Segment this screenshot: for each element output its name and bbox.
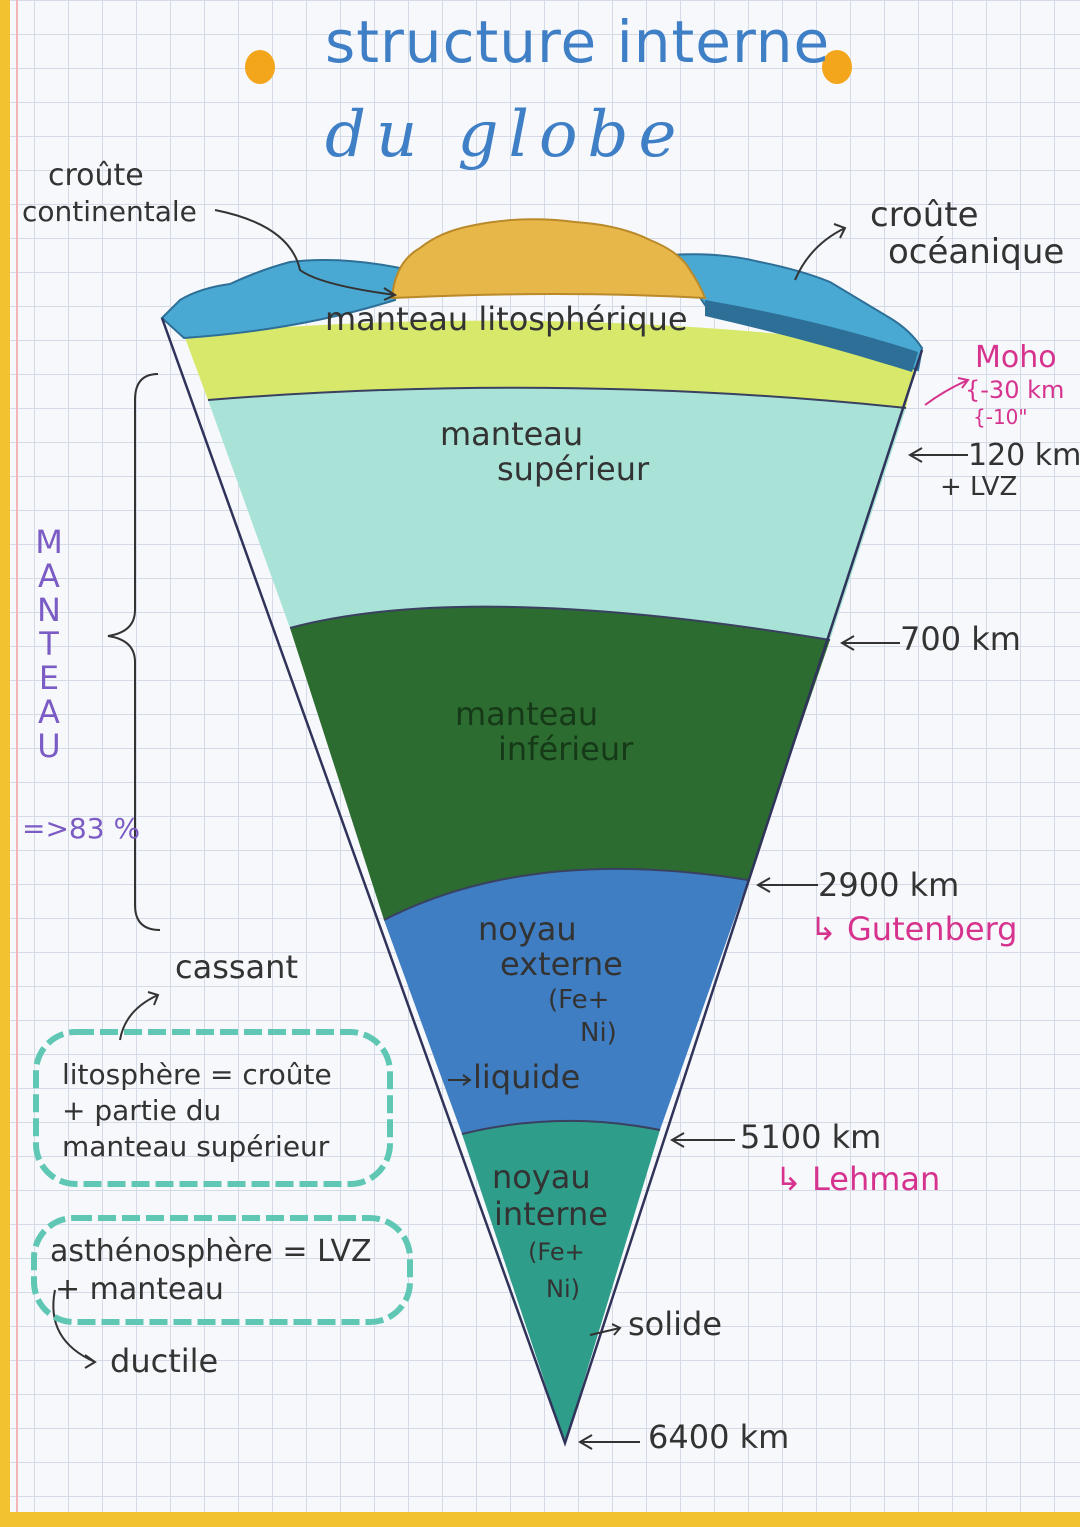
boundary-gutenberg <box>383 867 749 921</box>
oceanic-crust-right-deep <box>705 300 918 372</box>
label-inner-core-2: interne <box>494 1195 608 1233</box>
label-continental-crust-1: croûte <box>48 158 144 193</box>
layer-inner-core <box>462 1120 660 1443</box>
label-inner-core-3: (Fe+ <box>528 1238 585 1266</box>
label-depth-2900: 2900 km <box>818 866 960 904</box>
label-continental-crust-2: continentale <box>22 195 197 228</box>
label-moho-continental: {-30 km <box>965 376 1065 404</box>
paper-edge-left <box>0 0 10 1527</box>
gutenberg-name: Gutenberg <box>846 910 1018 948</box>
layer-lower-mantle <box>290 606 830 920</box>
label-gutenberg: ↳ Gutenberg <box>810 910 1018 948</box>
label-outer-core-1: noyau <box>478 910 577 948</box>
label-moho-oceanic: {-10" <box>973 405 1028 429</box>
label-inner-core-4: Ni) <box>546 1275 580 1303</box>
label-cassant: cassant <box>175 948 298 986</box>
oceanic-crust-left <box>160 259 402 340</box>
arrow-5100 <box>670 1132 735 1148</box>
binder-hole-right <box>822 50 852 84</box>
asthenosphere-cloud <box>31 1215 413 1325</box>
label-lvz: + LVZ <box>940 472 1018 502</box>
arrow-700 <box>840 635 900 651</box>
label-depth-120: 120 km <box>968 438 1080 473</box>
wedge-outline <box>160 317 924 1447</box>
label-depth-5100: 5100 km <box>740 1118 882 1156</box>
note-lithosphere-2: + partie du <box>62 1094 222 1127</box>
paper-edge-bottom <box>0 1512 1080 1527</box>
label-lower-mantle-1: manteau <box>455 695 599 733</box>
title-line-2: du globe <box>325 98 687 172</box>
label-inner-core-1: noyau <box>492 1158 591 1196</box>
arrow-lvz <box>908 447 968 463</box>
label-oceanic-crust-1: croûte <box>870 195 979 235</box>
label-mantle-percent: =>83 % <box>22 812 141 845</box>
label-lower-mantle-2: inférieur <box>498 730 634 768</box>
mantle-letter: A <box>38 693 60 731</box>
note-asthenosphere-2: + manteau <box>55 1272 224 1307</box>
continental-crust <box>390 218 707 300</box>
layer-outer-core <box>384 868 748 1134</box>
mantle-letter: A <box>38 557 60 595</box>
label-liquid: liquide <box>473 1058 581 1096</box>
arrow-6400 <box>578 1434 640 1450</box>
boundary-lvz <box>207 386 907 409</box>
mantle-letter: N <box>37 591 61 629</box>
label-upper-mantle-2: supérieur <box>497 450 650 488</box>
mantle-letter: T <box>39 625 59 663</box>
mantle-brace <box>107 373 161 931</box>
label-lithospheric-mantle: manteau litosphérique <box>325 300 688 338</box>
label-outer-core-4: Ni) <box>580 1018 617 1048</box>
note-lithosphere-1: litosphère = croûte <box>62 1058 332 1091</box>
label-outer-core-3: (Fe+ <box>548 985 610 1015</box>
mantle-letter: E <box>38 659 60 697</box>
arrow-continental <box>214 209 398 301</box>
label-upper-mantle-1: manteau <box>440 415 584 453</box>
label-ductile: ductile <box>110 1342 219 1380</box>
title-line-1: structure interne <box>325 8 831 76</box>
arrow-ductile <box>52 1289 97 1369</box>
arrow-2900 <box>756 877 818 893</box>
note-lithosphere-3: manteau supérieur <box>62 1130 330 1163</box>
boundary-700 <box>289 605 831 641</box>
mantle-letter: M <box>35 523 63 561</box>
arrow-oceanic <box>794 223 847 281</box>
margin-line <box>16 0 18 1527</box>
boundary-lehman <box>461 1119 661 1135</box>
layer-lithospheric-mantle <box>184 320 918 408</box>
label-mantle-vertical: M A N T E A U <box>34 525 64 763</box>
lehman-name: Lehman <box>811 1160 941 1198</box>
arrow-moho <box>924 377 970 406</box>
label-solid: solide <box>628 1305 723 1343</box>
mantle-letter: U <box>37 727 61 765</box>
binder-hole-left <box>245 50 275 84</box>
layer-upper-mantle <box>208 387 906 640</box>
label-lehman: ↳ Lehman <box>775 1160 941 1198</box>
label-moho: Moho <box>975 340 1057 375</box>
arrow-cassant <box>119 991 160 1041</box>
label-oceanic-crust-2: océanique <box>888 232 1065 272</box>
note-asthenosphere-1: asthénosphère = LVZ <box>50 1234 372 1269</box>
label-depth-700: 700 km <box>900 620 1021 658</box>
arrow-solid <box>589 1323 622 1336</box>
label-outer-core-2: externe <box>500 945 623 983</box>
label-depth-6400: 6400 km <box>648 1418 790 1456</box>
arrow-liquid <box>448 1074 472 1086</box>
lithosphere-cloud <box>33 1029 393 1187</box>
